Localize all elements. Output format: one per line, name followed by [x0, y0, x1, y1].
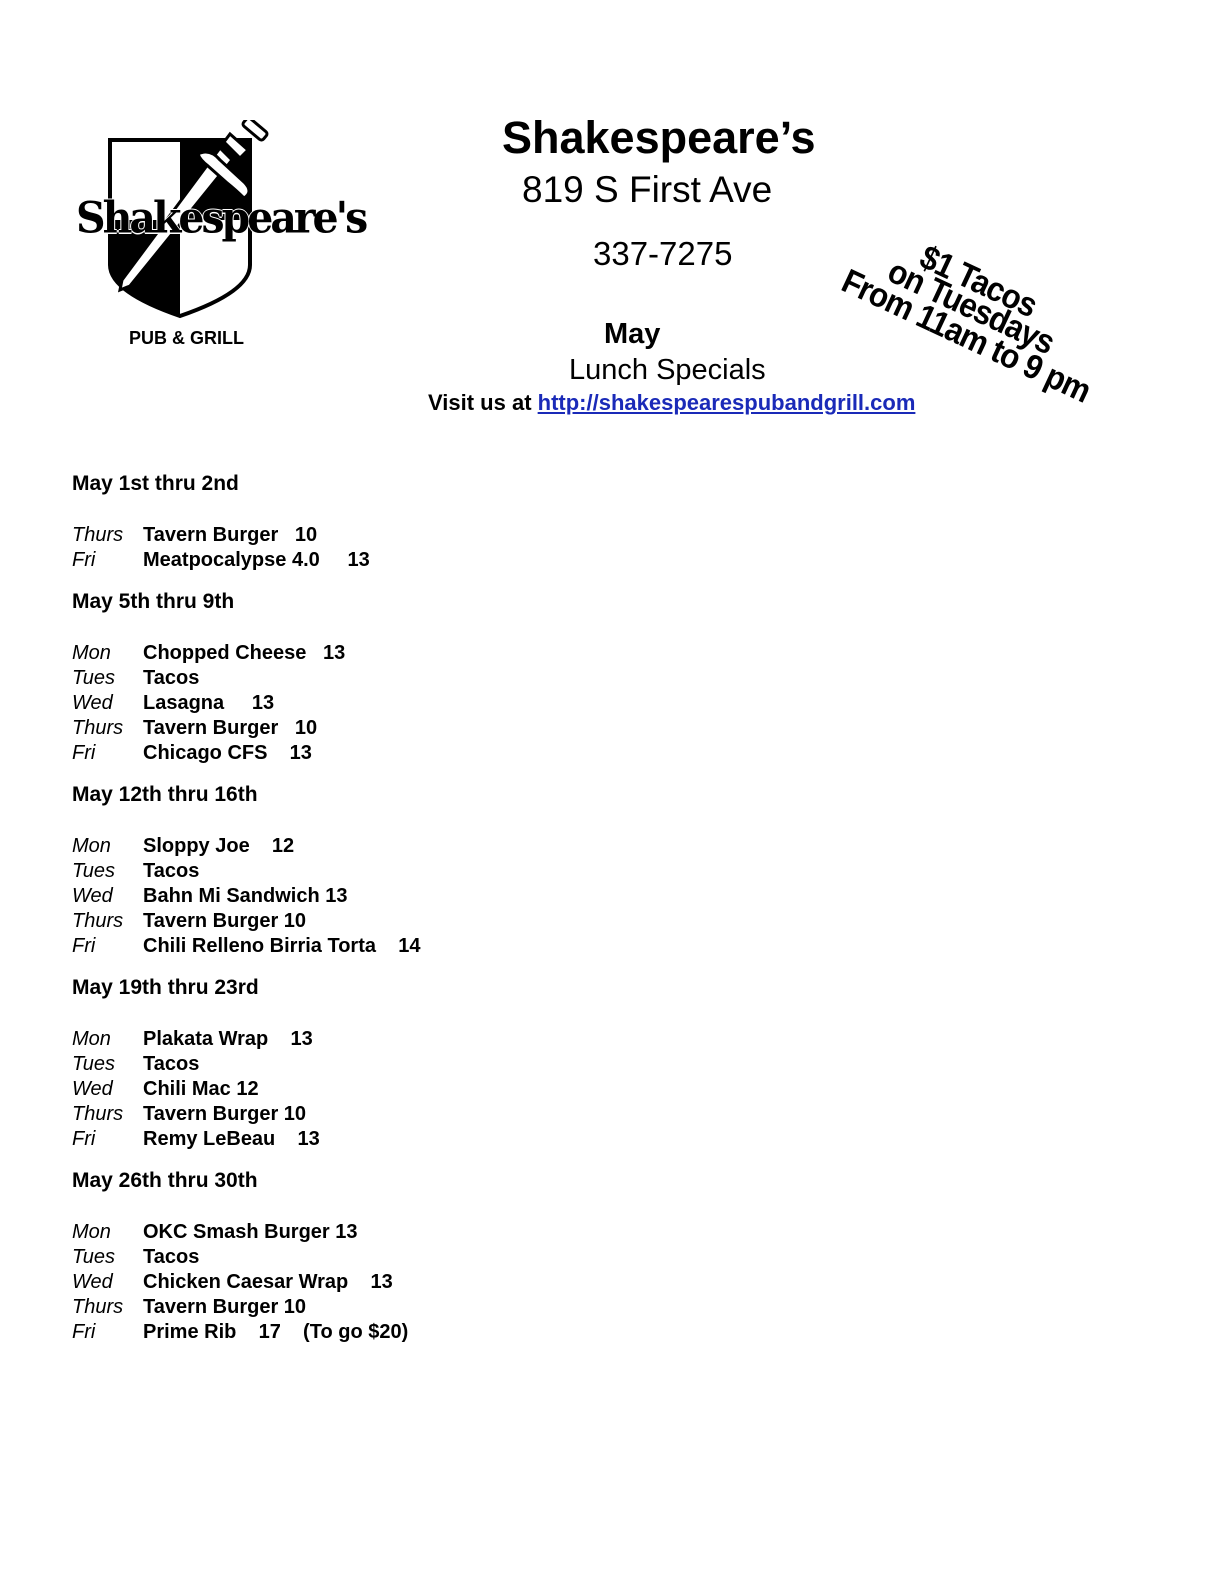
special-row: Thurs Tavern Burger 10 [72, 716, 772, 741]
day-label: Fri [72, 742, 96, 764]
phone-number: 337-7275 [593, 235, 733, 272]
day-label: Fri [72, 1321, 96, 1343]
week-title: May 19th thru 23rd [72, 976, 259, 999]
day-label: Wed [72, 692, 113, 714]
special-row: Mon Sloppy Joe 12 [72, 834, 772, 859]
logo-subtitle: PUB & GRILL [129, 328, 244, 348]
special-item: Tavern Burger 10 [143, 717, 318, 739]
website-line: Visit us at http://shakespearespubandgri… [428, 390, 915, 416]
day-label: Tues [72, 667, 115, 689]
special-item: Chicken Caesar Wrap 13 [143, 1271, 393, 1293]
special-row: Thurs Tavern Burger 10 [72, 1295, 772, 1320]
special-item: Chili Relleno Birria Torta 14 [143, 935, 421, 957]
week-section: May 5th thru 9th Mon Chopped Cheese 13 Tu… [72, 588, 772, 766]
day-label: Fri [72, 549, 96, 571]
day-label: Mon [72, 835, 111, 857]
shield-sword-icon [108, 120, 269, 319]
page-title: Shakespeare’s [502, 112, 816, 163]
website-prefix: Visit us at [428, 390, 538, 415]
special-row: Wed Chili Mac 12 [72, 1077, 772, 1102]
special-item: Tacos [143, 667, 200, 689]
day-label: Mon [72, 1028, 111, 1050]
logo: Shakespeare's [70, 120, 368, 320]
special-item: Tacos [143, 860, 200, 882]
week-section: May 12th thru 16th Mon Sloppy Joe 12 Tues… [72, 781, 772, 959]
day-label: Wed [72, 1271, 113, 1293]
month-label: May [604, 318, 661, 350]
special-item: OKC Smash Burger 13 [143, 1221, 358, 1243]
day-label: Tues [72, 1246, 115, 1268]
special-item: Chili Mac 12 [143, 1078, 259, 1100]
day-label: Thurs [72, 717, 124, 739]
special-row: Wed Bahn Mi Sandwich 13 [72, 884, 772, 909]
special-item: Bahn Mi Sandwich 13 [143, 885, 348, 907]
day-label: Wed [72, 1078, 113, 1100]
day-label: Tues [72, 1053, 115, 1075]
special-item: Meatpocalypse 4.0 13 [143, 549, 370, 571]
week-section: May 19th thru 23rd Mon Plakata Wrap 13 Tu… [72, 974, 772, 1152]
special-item: Sloppy Joe 12 [143, 835, 295, 857]
day-label: Thurs [72, 910, 124, 932]
special-item: Chicago CFS 13 [143, 742, 312, 764]
special-item: Plakata Wrap 13 [143, 1028, 313, 1050]
week-section: May 26th thru 30th Mon OKC Smash Burger 1… [72, 1167, 772, 1345]
special-row: Fri Prime Rib 17 (To go $20) [72, 1320, 772, 1345]
special-item: Lasagna 13 [143, 692, 275, 714]
special-row: Tues Tacos [72, 1052, 772, 1077]
website-link[interactable]: http://shakespearespubandgrill.com [537, 390, 916, 415]
special-row: Fri Remy LeBeau 13 [72, 1127, 772, 1152]
special-row: Thurs Tavern Burger 10 [72, 909, 772, 934]
special-row: Tues Tacos [72, 1245, 772, 1270]
special-item: Tavern Burger 10 [143, 1296, 307, 1318]
address: 819 S First Ave [522, 169, 773, 210]
special-row: Wed Chicken Caesar Wrap 13 [72, 1270, 772, 1295]
special-row: Mon Chopped Cheese 13 [72, 641, 772, 666]
day-label: Mon [72, 642, 111, 664]
special-row: Wed Lasagna 13 [72, 691, 772, 716]
special-row: Tues Tacos [72, 859, 772, 884]
logo-wordmark: Shakespeare's [76, 192, 368, 244]
day-label: Fri [72, 935, 96, 957]
special-row: Fri Chicago CFS 13 [72, 741, 772, 766]
special-item: Remy LeBeau 13 [143, 1128, 320, 1150]
week-title: May 1st thru 2nd [72, 472, 239, 495]
special-item: Tavern Burger 10 [143, 910, 307, 932]
special-item: Prime Rib 17 (To go $20) [143, 1321, 409, 1343]
day-label: Tues [72, 860, 115, 882]
week-title: May 5th thru 9th [72, 590, 235, 613]
special-row: Mon Plakata Wrap 13 [72, 1027, 772, 1052]
day-label: Wed [72, 885, 113, 907]
day-label: Thurs [72, 1103, 124, 1125]
special-item: Tavern Burger 10 [143, 524, 318, 546]
special-item: Tacos [143, 1053, 200, 1075]
special-row: Fri Meatpocalypse 4.0 13 [72, 548, 772, 573]
day-label: Mon [72, 1221, 111, 1243]
week-section: May 1st thru 2nd Thurs Tavern Burger 10 F… [72, 470, 772, 573]
day-label: Thurs [72, 1296, 124, 1318]
menu-subtitle: Lunch Specials [569, 354, 766, 386]
week-title: May 12th thru 16th [72, 783, 258, 806]
week-title: May 26th thru 30th [72, 1169, 258, 1192]
special-row: Mon OKC Smash Burger 13 [72, 1220, 772, 1245]
day-label: Fri [72, 1128, 96, 1150]
day-label: Thurs [72, 524, 124, 546]
special-item: Tacos [143, 1246, 200, 1268]
special-item: Tavern Burger 10 [143, 1103, 307, 1125]
special-row: Tues Tacos [72, 666, 772, 691]
special-row: Thurs Tavern Burger 10 [72, 1102, 772, 1127]
special-row: Thurs Tavern Burger 10 [72, 523, 772, 548]
special-row: Fri Chili Relleno Birria Torta 14 [72, 934, 772, 959]
special-item: Chopped Cheese 13 [143, 642, 346, 664]
